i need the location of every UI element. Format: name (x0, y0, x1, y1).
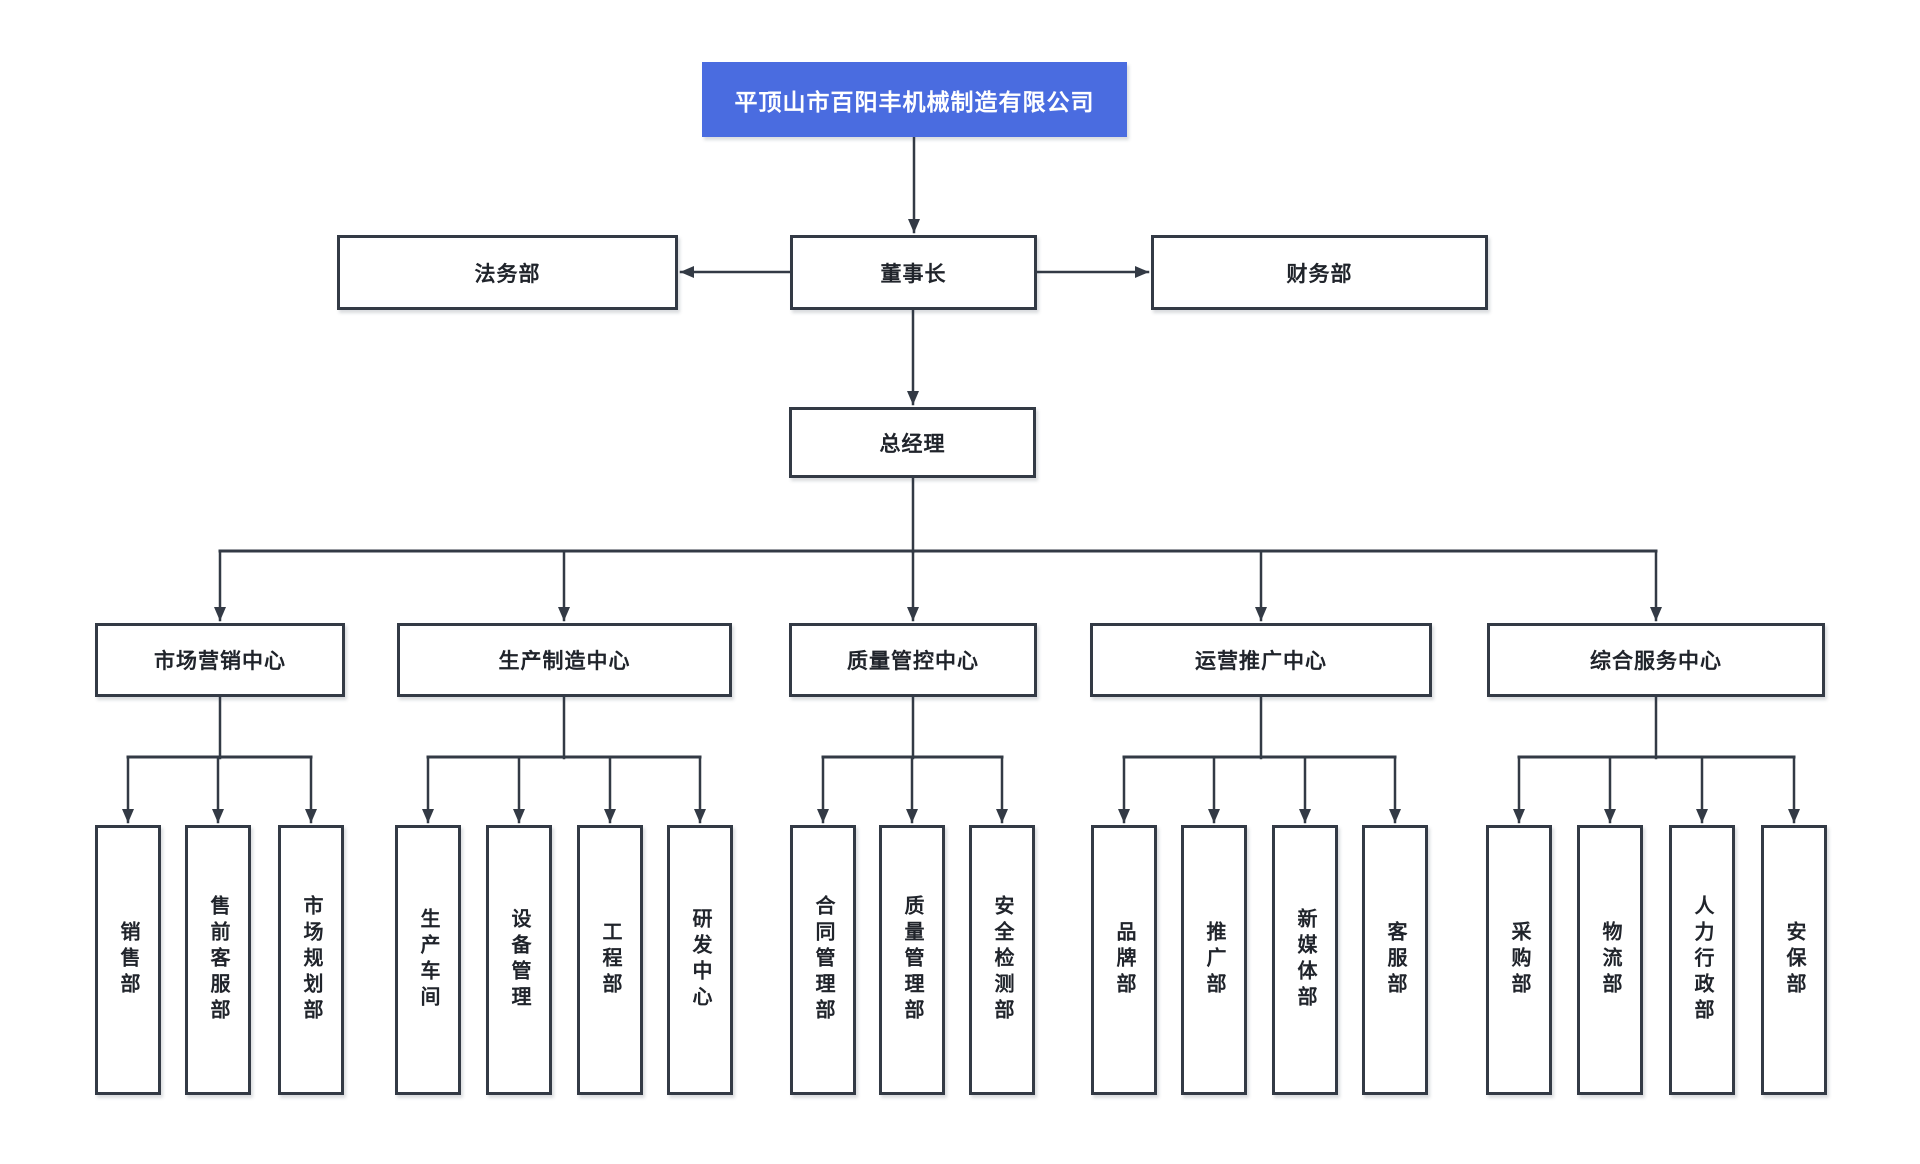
node-label: 工程部 (599, 921, 621, 999)
node-label: 设备管理 (508, 908, 530, 1012)
node-label: 安全检测部 (991, 895, 1013, 1025)
node-label: 物流部 (1599, 921, 1621, 999)
node-dept-market-planning: 市场规划部 (278, 825, 344, 1095)
node-label: 市场营销中心 (154, 650, 286, 673)
node-dept-hr-admin: 人力行政部 (1669, 825, 1735, 1095)
node-label: 市场规划部 (300, 895, 322, 1025)
node-dept-production-workshop: 生产车间 (395, 825, 461, 1095)
node-label: 采购部 (1508, 921, 1530, 999)
node-label: 研发中心 (689, 908, 711, 1012)
node-dept-equipment-management: 设备管理 (486, 825, 552, 1095)
node-dept-procurement: 采购部 (1486, 825, 1552, 1095)
node-label: 综合服务中心 (1590, 650, 1722, 673)
node-company-root: 平顶山市百阳丰机械制造有限公司 (702, 62, 1127, 137)
node-label: 质量管控中心 (847, 650, 979, 673)
node-general-manager: 总经理 (789, 407, 1036, 478)
node-label: 品牌部 (1113, 921, 1135, 999)
node-finance-dept: 财务部 (1151, 235, 1488, 310)
node-chairman: 董事长 (790, 235, 1037, 310)
node-label: 销售部 (117, 921, 139, 999)
node-dept-customer-service: 客服部 (1362, 825, 1428, 1095)
node-dept-rnd-center: 研发中心 (667, 825, 733, 1095)
node-dept-safety-inspection: 安全检测部 (969, 825, 1035, 1095)
node-label: 财务部 (1286, 262, 1353, 286)
node-dept-sales: 销售部 (95, 825, 161, 1095)
node-dept-brand: 品牌部 (1091, 825, 1157, 1095)
node-label: 生产制造中心 (498, 650, 631, 673)
node-label: 客服部 (1384, 921, 1406, 999)
node-label: 人力行政部 (1691, 895, 1713, 1025)
node-label: 董事长 (880, 262, 947, 286)
node-label: 售前客服部 (207, 895, 229, 1025)
node-dept-presales-service: 售前客服部 (185, 825, 251, 1095)
node-center-services: 综合服务中心 (1487, 623, 1825, 697)
node-label: 平顶山市百阳丰机械制造有限公司 (734, 88, 1095, 115)
node-center-production: 生产制造中心 (397, 623, 732, 697)
node-label: 法务部 (474, 262, 541, 286)
node-dept-logistics: 物流部 (1577, 825, 1643, 1095)
node-dept-contract-management: 合同管理部 (790, 825, 856, 1095)
node-dept-engineering: 工程部 (577, 825, 643, 1095)
node-label: 合同管理部 (812, 895, 834, 1025)
node-dept-promotion: 推广部 (1181, 825, 1247, 1095)
node-center-quality: 质量管控中心 (789, 623, 1037, 697)
node-dept-new-media: 新媒体部 (1272, 825, 1338, 1095)
node-label: 生产车间 (417, 908, 439, 1012)
node-label: 总经理 (879, 432, 946, 456)
node-label: 新媒体部 (1294, 908, 1316, 1012)
node-label: 质量管理部 (901, 895, 923, 1025)
node-label: 推广部 (1203, 921, 1225, 999)
node-dept-quality-management: 质量管理部 (879, 825, 945, 1095)
node-label: 安保部 (1783, 921, 1805, 999)
node-legal-dept: 法务部 (337, 235, 678, 310)
node-label: 运营推广中心 (1195, 650, 1327, 673)
node-center-marketing: 市场营销中心 (95, 623, 345, 697)
node-center-operations: 运营推广中心 (1090, 623, 1432, 697)
node-dept-security: 安保部 (1761, 825, 1827, 1095)
